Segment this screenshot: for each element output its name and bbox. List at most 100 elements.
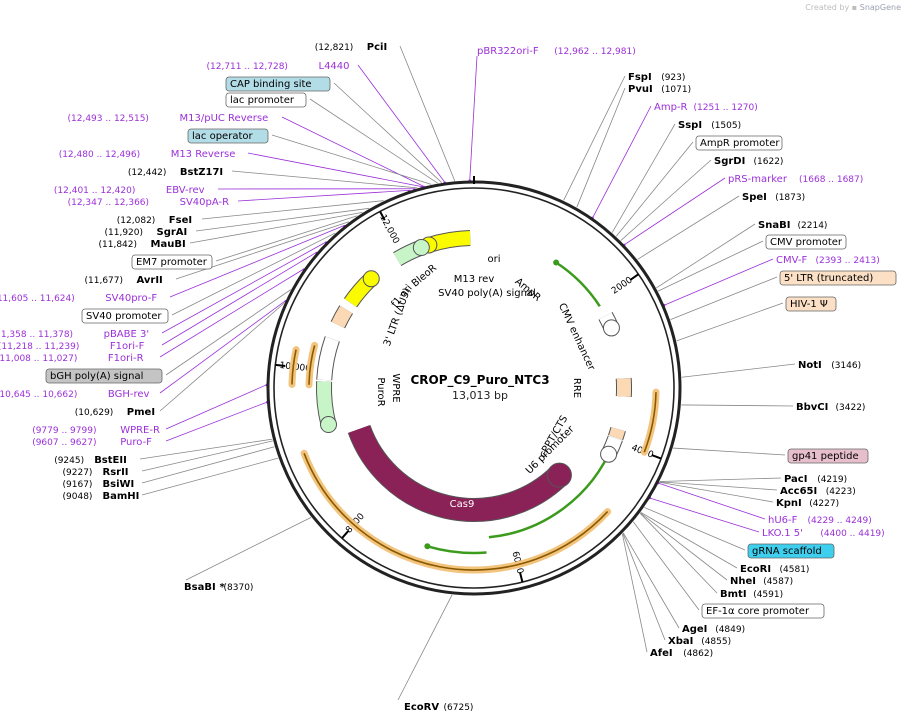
site-location: (2214) (798, 221, 828, 231)
site-label-primer: pBR322ori-F(12,962 .. 12,981) (477, 46, 636, 57)
site-label-box: AmpR promoter (696, 136, 782, 150)
feature-label-text: EF-1α core promoter (706, 606, 810, 617)
feature-label: PuroR (375, 377, 386, 406)
site-label-box: SV40 promoter (82, 309, 168, 323)
site-name: EcoRV (404, 702, 439, 713)
site-location: (11,605 .. 11,624) (0, 294, 75, 304)
tick-label: 12,000 (377, 213, 401, 246)
site-label-enzyme: BmtI(4591) (720, 589, 783, 600)
label-connector (160, 301, 285, 393)
site-label-enzyme: SpeI(1873) (742, 192, 805, 203)
feature-label: CMV enhancer (556, 302, 597, 373)
label-connector (334, 83, 442, 183)
site-label-primer: (11,358 .. 11,378)pBABE 3' (0, 329, 149, 340)
watermark-prefix: Created by (805, 3, 849, 12)
feature-label: ori (487, 254, 500, 265)
site-label-enzyme: (9245)BstEII (54, 455, 127, 466)
site-name: EcoRI (740, 564, 771, 575)
site-location: (11,677) (85, 276, 124, 286)
site-location: (9779 .. 9799) (32, 426, 96, 436)
feature-label-text: AmpR promoter (700, 138, 780, 149)
site-label-box: EF-1α core promoter (702, 604, 824, 618)
site-location: (4591) (753, 590, 783, 600)
site-name: hU6-F (768, 515, 798, 526)
label-connector (681, 405, 793, 406)
site-name: SV40pro-F (105, 293, 157, 304)
site-location: (10,629) (75, 408, 114, 418)
feature-3-ltr-u3- (338, 310, 346, 325)
site-label-box: HIV-1 Ψ (786, 297, 836, 311)
site-label-enzyme: SgrDI(1622) (714, 156, 783, 167)
site-name: EBV-rev (166, 185, 205, 196)
label-connector (621, 160, 711, 241)
site-location: (9048) (63, 492, 93, 502)
site-location: (6725) (444, 703, 474, 713)
feature-label-text: lac promoter (230, 95, 295, 106)
site-label-primer: (12,347 .. 12,366)SV40pA-R (68, 197, 229, 208)
site-label-box: gRNA scaffold (748, 544, 834, 558)
site-name: WPRE-R (120, 425, 160, 436)
site-location: (11,218 .. 11,239) (0, 342, 79, 352)
label-connector (659, 482, 773, 502)
feature-label: WPRE (390, 373, 401, 402)
feature-cppt-cts (616, 429, 619, 437)
label-connector (616, 142, 693, 236)
site-name: PciI (367, 42, 387, 53)
site-label-enzyme: (11,842)MauBI (99, 239, 186, 250)
site-name: BstEII (94, 455, 127, 466)
site-label-enzyme: NheI(4587) (730, 576, 793, 587)
site-label-enzyme: (9227)RsrII (63, 467, 129, 478)
site-label-enzyme: XbaI(4855) (668, 636, 731, 647)
site-location: (1071) (661, 85, 691, 95)
feature-arrowhead (321, 417, 337, 433)
site-location: (3422) (836, 403, 866, 413)
site-label-primer: (12,480 .. 12,496)M13 Reverse (59, 149, 236, 160)
site-name: BstZ17I (180, 167, 223, 178)
site-label-primer: (10,645 .. 10,662)BGH-rev (0, 389, 150, 400)
label-connector (398, 595, 452, 700)
feature-label-text: bGH poly(A) signal (50, 371, 143, 382)
label-connector (310, 99, 438, 183)
site-name: RsrII (103, 467, 129, 478)
site-label-enzyme: FspI(923) (628, 72, 685, 83)
site-name: SgrAI (157, 227, 188, 238)
label-connector (612, 124, 675, 233)
site-label-enzyme: SnaBI(2214) (758, 220, 827, 231)
site-location: (1622) (754, 157, 784, 167)
feature-label: BleoR (410, 263, 439, 290)
site-name: SspI (678, 120, 702, 131)
site-name: pRS-marker (728, 174, 788, 185)
snapgene-logo-icon: ▪ (852, 3, 857, 12)
feature-label-text: CMV promoter (770, 237, 843, 248)
site-label-enzyme: Acc65I(4223) (780, 486, 856, 497)
site-label-primer: (12,401 .. 12,420)EBV-rev (54, 185, 205, 196)
site-label-enzyme: (11,920)SgrAI (105, 227, 188, 238)
label-connector (190, 212, 363, 243)
site-name: M13/pUC Reverse (180, 113, 269, 124)
site-location: (4229 .. 4249) (808, 516, 872, 526)
label-connector (640, 513, 727, 580)
site-label-primer: pRS-marker(1668 .. 1687) (728, 174, 863, 185)
site-label-enzyme: PvuI(1071) (628, 84, 691, 95)
site-location: (4849) (715, 625, 745, 635)
site-label-enzyme: (11,677)AvrII (85, 275, 163, 286)
site-name: NheI (730, 576, 756, 587)
site-label-enzyme: PacI(4219) (784, 474, 847, 485)
site-label-primer: LKO.1 5'(4400 .. 4419) (762, 528, 885, 539)
label-connector (577, 88, 625, 207)
site-label-enzyme: (10,629)PmeI (75, 407, 155, 418)
site-name: AgeI (682, 624, 707, 635)
site-label-box: lac promoter (226, 93, 306, 107)
site-label-primer: (12,493 .. 12,515)M13/pUC Reverse (68, 113, 269, 124)
site-suffix: * (220, 582, 226, 593)
site-location: (4862) (683, 649, 713, 659)
site-label-enzyme: (9167)BsiWI (63, 479, 135, 490)
site-label-enzyme: EcoRV (6725) (404, 702, 473, 713)
site-location: (923) (661, 73, 685, 83)
orange-track (644, 392, 656, 452)
site-location: (4581) (780, 565, 810, 575)
tick-mark (630, 274, 638, 280)
site-name: SpeI (742, 192, 767, 203)
